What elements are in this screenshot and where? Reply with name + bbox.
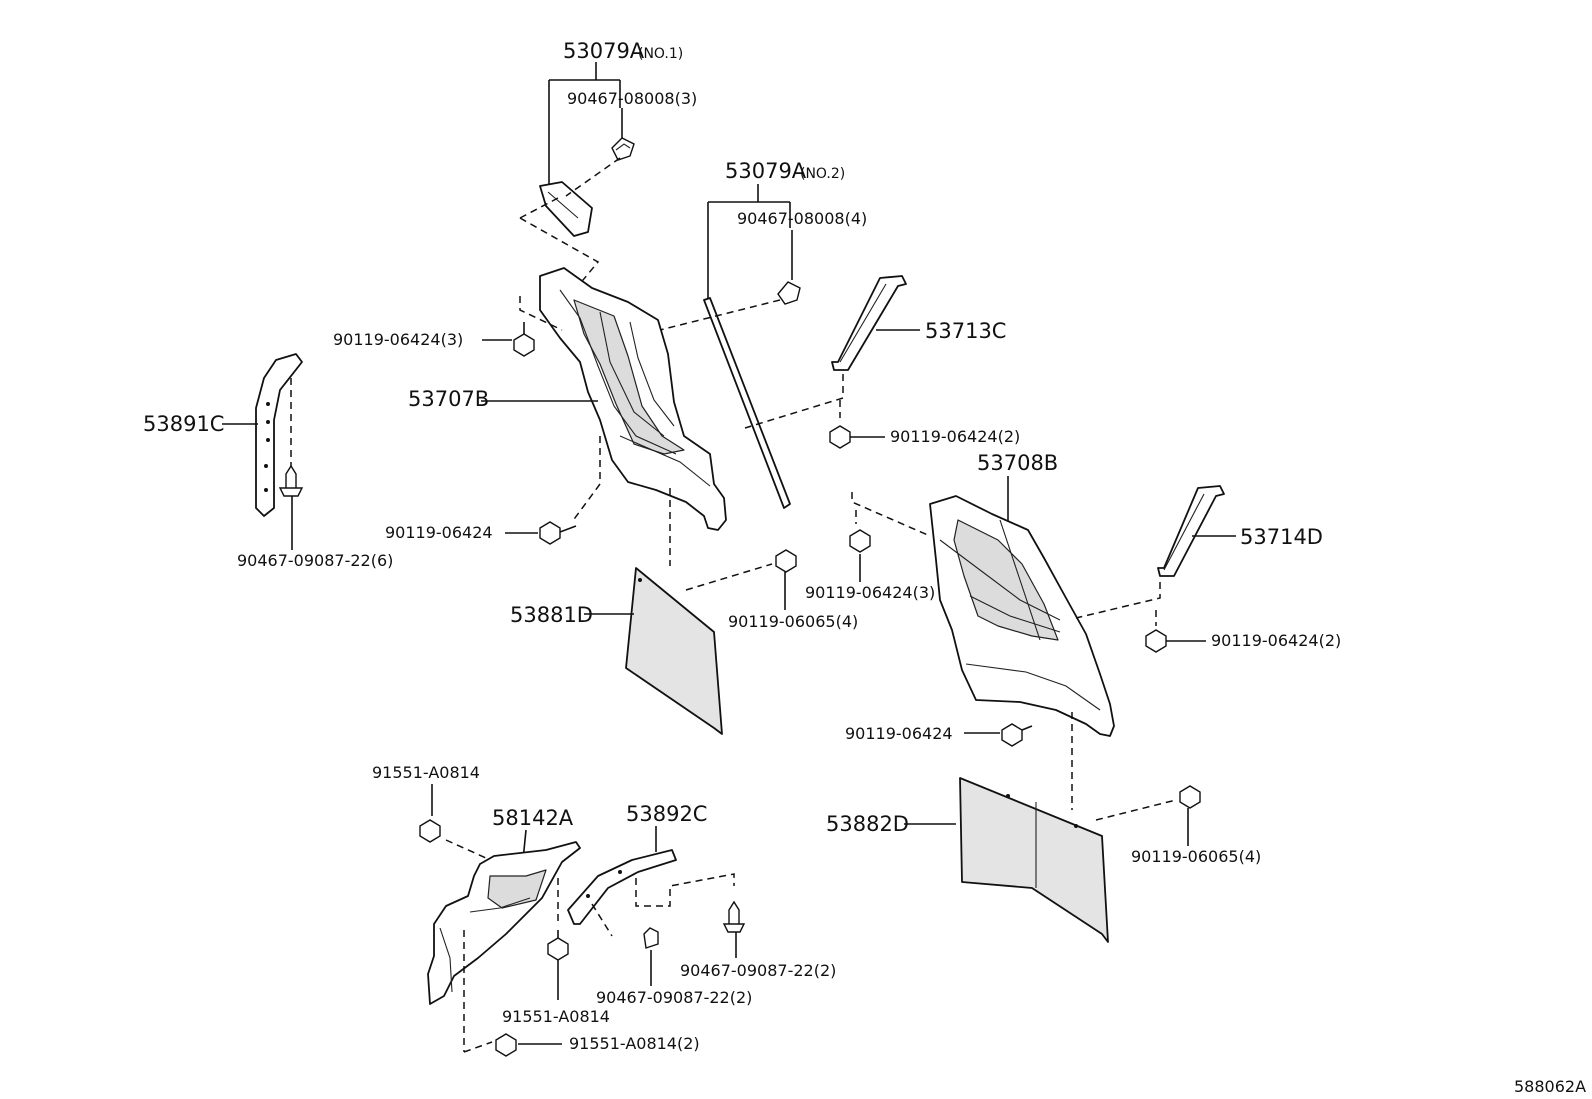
part-label-53707B: 53707B — [408, 387, 489, 411]
bolt-icon — [1145, 629, 1167, 653]
clip-icon — [611, 137, 635, 161]
fastener-label-91551-A0814-b: 91551-A0814 — [502, 1007, 610, 1026]
fastener-label-90467-08008-4: 90467-08008(4) — [737, 209, 867, 228]
part-label-58142A: 58142A — [492, 806, 574, 830]
mudflap-53881D — [625, 567, 723, 735]
bolt-icon — [849, 529, 871, 553]
strip-53079A-no2 — [703, 297, 791, 509]
part-53079A-no2-group: 53079A (NO.2) 90467-08008(4) — [659, 159, 867, 509]
push-clip-icon — [278, 464, 304, 497]
fastener-label-90119-06424-2a: 90119-06424(2) — [890, 427, 1020, 446]
bracket-53079A-no1 — [539, 181, 593, 237]
fastener-label-90119-06424-b: 90119-06424 — [845, 724, 953, 743]
part-53882D-group: 53882D 90119-06065(4) — [826, 777, 1261, 943]
bolt-icon — [539, 521, 561, 545]
fastener-label-90119-06065-4a: 90119-06065(4) — [728, 612, 858, 631]
part-label-53882D: 53882D — [826, 812, 909, 836]
fastener-label-91551-A0814-a: 91551-A0814 — [372, 763, 480, 782]
part-label-53714D: 53714D — [1240, 525, 1323, 549]
fastener-label-91551-A0814-2: 91551-A0814(2) — [569, 1034, 700, 1053]
bolt-icon — [1001, 723, 1023, 747]
part-label-53892C: 53892C — [626, 802, 707, 826]
bolt-icon — [829, 425, 851, 449]
bolt-icon — [775, 549, 797, 573]
part-label-53079A-no1: 53079A — [563, 39, 645, 63]
clip-icon — [777, 281, 801, 305]
part-53713C-group: 53713C 90119-06424(2) — [744, 275, 1020, 449]
fastener-label-90467-09087-22-6: 90467-09087-22(6) — [237, 551, 393, 570]
fastener-label-90467-08008-3: 90467-08008(3) — [567, 89, 697, 108]
part-label-53708B: 53708B — [977, 451, 1058, 475]
fastener-label-90119-06065-4b: 90119-06065(4) — [1131, 847, 1261, 866]
fastener-label-90119-06424-3b: 90119-06424(3) — [805, 583, 935, 602]
part-label-53713C: 53713C — [925, 319, 1006, 343]
mudflap-53882D — [959, 777, 1109, 943]
bracket-53891C — [255, 353, 303, 517]
part-53707B-group: 53707B 90119-06424(3) 90119-06424 — [333, 267, 727, 566]
fastener-label-90467-09087-22-2a: 90467-09087-22(2) — [596, 988, 752, 1007]
bolt-icon — [513, 333, 535, 357]
part-53892C-group: 53892C 90467-09087-22(2) 90467-09087-22(… — [567, 802, 836, 1007]
strip-53714D — [1157, 485, 1225, 577]
push-clip-icon — [722, 900, 746, 933]
part-label-53881D: 53881D — [510, 603, 593, 627]
bolt-icon — [419, 819, 441, 843]
part-53714D-group: 53714D 90119-06424(2) — [1075, 485, 1341, 653]
part-53079A-no1-group: 53079A (NO.1) 90467-08008(3) — [519, 39, 697, 287]
part-label-53079A-no2: 53079A — [725, 159, 807, 183]
part-label-53891C: 53891C — [143, 412, 224, 436]
part-note-no2: (NO.2) — [800, 166, 845, 182]
bracket-53892C — [567, 849, 677, 925]
part-58142A-group: 91551-A0814 58142A 91551-A0814(2) 91551-… — [372, 763, 700, 1057]
part-53881D-group: 53881D 90119-06065(4) — [510, 549, 858, 735]
fastener-label-90119-06424-2b: 90119-06424(2) — [1211, 631, 1341, 650]
bolt-icon — [495, 1033, 517, 1057]
bolt-icon — [547, 937, 569, 961]
part-note-no1: (NO.1) — [638, 46, 683, 62]
fastener-label-90119-06424-3a: 90119-06424(3) — [333, 330, 463, 349]
fastener-label-90119-06424-a: 90119-06424 — [385, 523, 493, 542]
bolt-icon — [1179, 785, 1201, 809]
part-53708B-group: 53708B 90119-06424(3) 90119-06424 — [805, 451, 1115, 810]
fastener-label-90467-09087-22-2b: 90467-09087-22(2) — [680, 961, 836, 980]
strip-53713C — [831, 275, 907, 371]
part-53891C-group: 53891C 90467-09087-22(6) — [143, 353, 393, 570]
diagram-id: 588062A — [1514, 1077, 1586, 1096]
push-clip-icon — [643, 927, 659, 949]
